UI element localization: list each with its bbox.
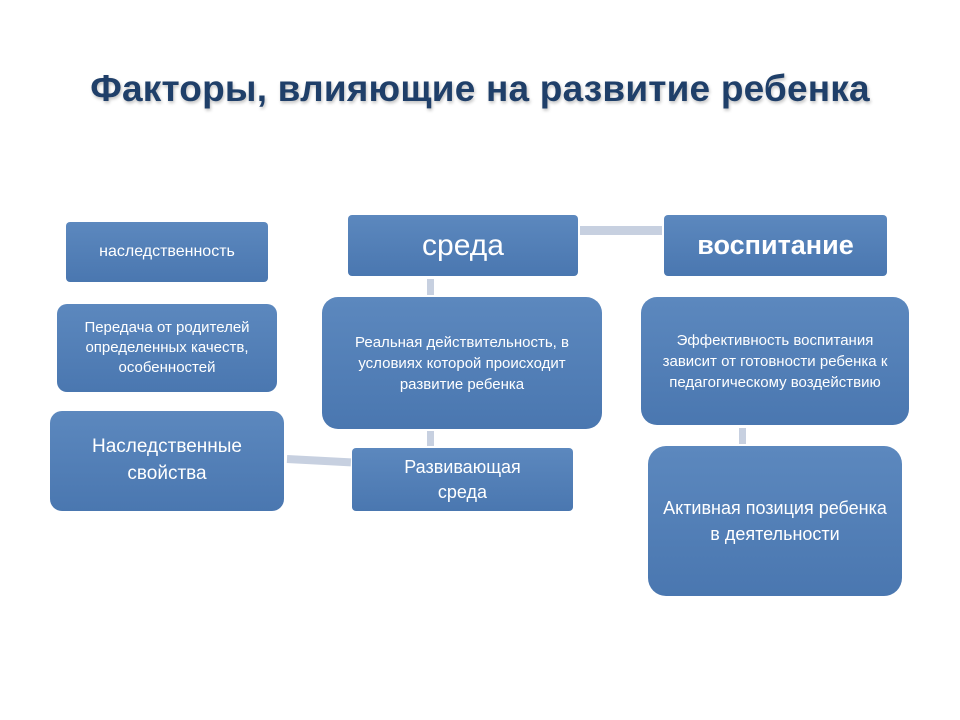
box-active-position: Активная позиция ребенка в деятельности xyxy=(648,446,902,596)
box-upbringing-label: воспитание xyxy=(697,230,854,260)
connector-reality-developing-environment xyxy=(427,431,434,446)
box-environment-label: среда xyxy=(422,228,504,262)
box-reality-label: Реальная действительность, в условиях ко… xyxy=(355,333,569,393)
box-hereditary-properties: Наследственные свойства xyxy=(50,411,284,511)
box-transfer-label: Передача от родителей определенных качес… xyxy=(84,318,250,377)
box-heredity-label: наследственность xyxy=(99,243,235,260)
connector-environment-reality xyxy=(427,279,434,295)
box-effectiveness: Эффективность воспитания зависит от гото… xyxy=(641,297,909,425)
slide-title: Факторы, влияющие на развитие ребенка xyxy=(90,68,870,109)
box-developing-environment-label: Развивающая среда xyxy=(404,457,521,502)
connector-environment-upbringing xyxy=(580,226,662,235)
box-reality: Реальная действительность, в условиях ко… xyxy=(322,297,602,429)
connector-effectiveness-active-position xyxy=(739,428,746,444)
connector-hereditary-properties-developing-environment xyxy=(286,455,352,467)
box-upbringing: воспитание xyxy=(664,215,887,276)
box-developing-environment: Развивающая среда xyxy=(352,448,573,511)
box-hereditary-properties-label: Наследственные свойства xyxy=(92,436,242,484)
box-effectiveness-label: Эффективность воспитания зависит от гото… xyxy=(662,331,888,391)
box-heredity: наследственность xyxy=(66,222,268,282)
box-active-position-label: Активная позиция ребенка в деятельности xyxy=(663,497,887,544)
box-transfer-of-qualities: Передача от родителей определенных качес… xyxy=(57,304,277,392)
box-environment: среда xyxy=(348,215,578,276)
